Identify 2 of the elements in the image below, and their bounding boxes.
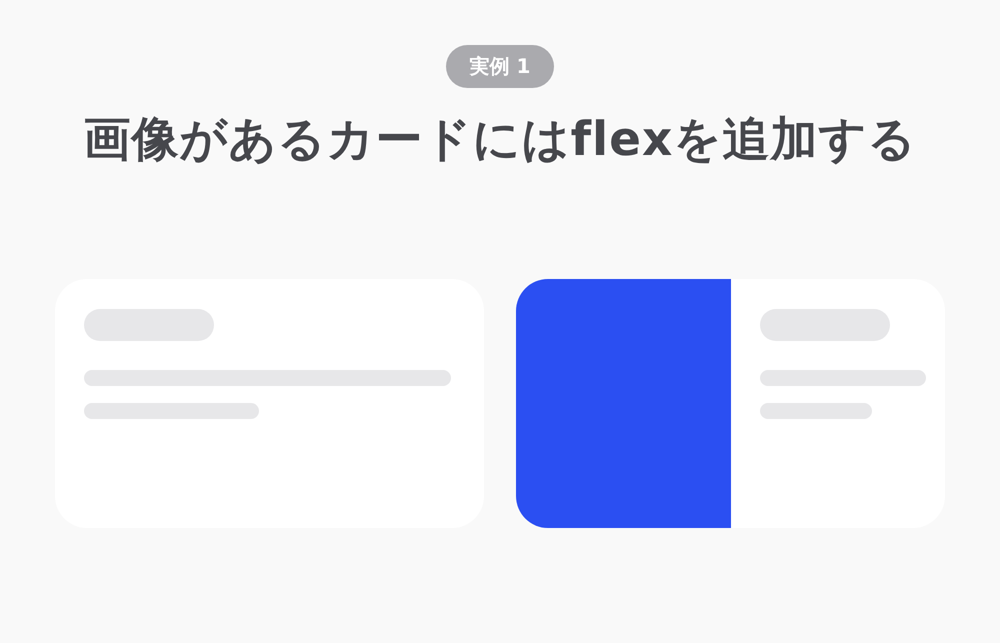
title: 画像があるカードにはflexを追加する [82, 111, 918, 169]
example-badge: 実例 1 [446, 45, 554, 88]
